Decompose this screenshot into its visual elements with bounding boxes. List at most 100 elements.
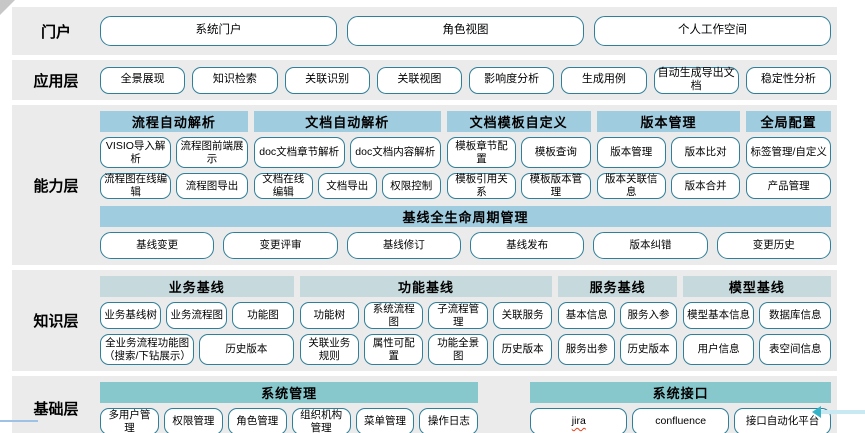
module-button: 关联业务规则 [299, 334, 360, 365]
module-button: 服务入参 [620, 302, 677, 329]
module-button: 模板章节配置 [446, 137, 517, 168]
module-button: jira [530, 408, 628, 433]
module-group: 服务基线基本信息服务入参服务出参历史版本 [558, 276, 677, 365]
group-header: 业务基线 [100, 276, 294, 297]
module-button: 模型基本信息 [682, 302, 755, 329]
module-button: 知识检索 [192, 66, 278, 94]
module-button: 操作日志 [419, 408, 479, 433]
group-button-row: 用户信息表空间信息 [682, 334, 831, 365]
group-button-row: 功能树系统流程图子流程管理关联服务 [299, 302, 553, 329]
group-header: 文档模板自定义 [446, 111, 591, 132]
module-button: 全景展现 [100, 66, 186, 94]
module-button: 功能全景图 [428, 334, 488, 365]
layer-band-portal: 门户 系统门户角色视图个人工作空间 [12, 7, 837, 55]
group-header: 系统管理 [100, 382, 479, 403]
module-button: 子流程管理 [428, 302, 488, 329]
module-button: 角色管理 [227, 408, 287, 433]
group-button-row: 全业务流程功能图（搜索/下钻展示）历史版本 [100, 334, 294, 365]
module-group: 系统管理多用户管理权限管理角色管理组织机构管理菜单管理操作日志 [100, 382, 479, 433]
module-button: 基线变更 [100, 232, 215, 259]
module-button: 关联视图 [376, 66, 462, 94]
module-button: 变更评审 [223, 232, 338, 259]
module-button: 全业务流程功能图（搜索/下钻展示） [100, 334, 195, 365]
group-header: 全局配置 [746, 111, 832, 132]
module-button: 版本纠错 [593, 232, 708, 259]
knowledge-groups: 业务基线业务基线树业务流程图功能图全业务流程功能图（搜索/下钻展示）历史版本功能… [100, 276, 831, 365]
module-button: 权限管理 [163, 408, 223, 433]
module-button: 流程图在线编辑 [100, 173, 172, 199]
bottom-left-line-decoration [0, 420, 38, 422]
module-button: 关联识别 [284, 66, 370, 94]
module-button: 版本合并 [670, 173, 741, 199]
group-header: 功能基线 [299, 276, 553, 297]
module-button: 属性可配置 [364, 334, 424, 365]
arrow-shaft [821, 410, 865, 414]
module-button: 生成用例 [561, 66, 647, 94]
group-button-row: VISIO导入解析流程图前端展示 [100, 137, 248, 168]
group-button-row: 服务出参历史版本 [558, 334, 677, 365]
module-button: 服务出参 [558, 334, 616, 365]
group-button-row: 版本管理版本比对 [596, 137, 741, 168]
module-button: 功能图 [232, 302, 294, 329]
layer-label-knowledge: 知识层 [33, 313, 79, 330]
module-button: 模板引用关系 [446, 173, 517, 199]
module-button: 标签管理/自定义 [746, 137, 832, 168]
module-button: 多用户管理 [100, 408, 159, 433]
group-button-row: 多用户管理权限管理角色管理组织机构管理菜单管理操作日志 [100, 408, 479, 433]
knowledge-content: 业务基线业务基线树业务流程图功能图全业务流程功能图（搜索/下钻展示）历史版本功能… [100, 276, 831, 365]
module-button: 文档在线编辑 [253, 173, 313, 199]
portal-button-row: 系统门户角色视图个人工作空间 [100, 16, 831, 46]
layer-label-foundation: 基础层 [33, 401, 79, 418]
layer-label-application: 应用层 [33, 72, 79, 90]
layer-label-portal: 门户 [40, 23, 71, 41]
module-button: 文档导出 [317, 173, 377, 199]
module-button: 基本信息 [558, 302, 616, 329]
layer-band-foundation: 基础层 系统管理多用户管理权限管理角色管理组织机构管理菜单管理操作日志 系统接口 j… [12, 376, 837, 433]
module-button: 历史版本 [620, 334, 677, 365]
module-group: 版本管理版本管理版本比对版本关联信息版本合并 [596, 111, 741, 199]
module-button: 历史版本 [492, 334, 553, 365]
lifecycle-group-header: 基线全生命周期管理 [100, 206, 831, 227]
module-button: doc文档内容解析 [349, 137, 441, 168]
left-arrow-icon [812, 406, 865, 418]
group-header: 文档自动解析 [253, 111, 441, 132]
module-button: 系统门户 [100, 16, 337, 46]
arrow-head-icon [812, 406, 821, 418]
group-header: 服务基线 [558, 276, 677, 297]
module-button: 个人工作空间 [594, 16, 831, 46]
module-button: 菜单管理 [355, 408, 415, 433]
group-button-row: 模板引用关系模板版本管理 [446, 173, 591, 199]
application-content: 全景展现知识检索关联识别关联视图影响度分析生成用例自动生成导出文档稳定性分析 [100, 66, 831, 94]
module-button: 基线修订 [346, 232, 461, 259]
module-button: 模板版本管理 [521, 173, 591, 199]
module-group: 全局配置标签管理/自定义产品管理 [746, 111, 832, 199]
module-button: 版本关联信息 [596, 173, 666, 199]
module-button: 业务流程图 [166, 302, 228, 329]
layer-label-capability: 能力层 [33, 177, 79, 195]
group-button-row: 文档在线编辑文档导出权限控制 [253, 173, 441, 199]
module-button: confluence [632, 408, 730, 433]
group-header: 系统接口 [530, 382, 831, 403]
module-button: 组织机构管理 [291, 408, 351, 433]
group-button-row: 版本关联信息版本合并 [596, 173, 741, 199]
group-button-row: 流程图在线编辑流程图导出 [100, 173, 248, 199]
module-button: 历史版本 [199, 334, 294, 365]
layer-band-knowledge: 知识层 业务基线业务基线树业务流程图功能图全业务流程功能图（搜索/下钻展示）历史… [12, 270, 837, 371]
portal-content: 系统门户角色视图个人工作空间 [100, 13, 831, 49]
module-button: 流程图导出 [176, 173, 248, 199]
module-button: 基线发布 [469, 232, 585, 259]
module-group: 功能基线功能树系统流程图子流程管理关联服务关联业务规则属性可配置功能全景图历史版… [299, 276, 553, 365]
module-button: 系统流程图 [364, 302, 424, 329]
group-header: 版本管理 [596, 111, 741, 132]
module-button: VISIO导入解析 [100, 137, 172, 168]
group-button-row: 关联业务规则属性可配置功能全景图历史版本 [299, 334, 553, 365]
corner-fold-decoration [0, 0, 15, 15]
application-button-row: 全景展现知识检索关联识别关联视图影响度分析生成用例自动生成导出文档稳定性分析 [100, 66, 831, 94]
